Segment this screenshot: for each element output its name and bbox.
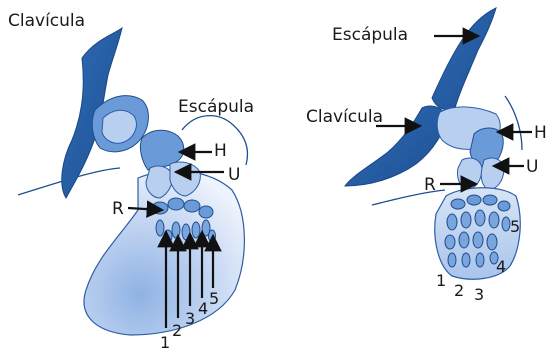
left-scapula-label: Escápula xyxy=(178,97,254,117)
right-digit-5: 5 xyxy=(510,217,520,236)
right-digit-2: 2 xyxy=(454,281,464,300)
right-limb: Escápula Clavícula H U R 1 2 3 4 5 xyxy=(306,8,547,304)
left-humerus-label: H xyxy=(214,141,227,161)
left-clavicle-label: Clavícula xyxy=(8,11,85,31)
right-radius-label: R xyxy=(424,175,436,195)
left-digit-3: 3 xyxy=(185,309,195,328)
right-shoulder-contour xyxy=(505,96,522,150)
right-scapula-label: Escápula xyxy=(332,25,408,45)
right-digit-3: 3 xyxy=(474,285,484,304)
right-digit-4: 4 xyxy=(496,257,506,276)
left-digit-4: 4 xyxy=(198,299,208,318)
left-digit-5: 5 xyxy=(209,289,219,308)
right-scapula xyxy=(432,8,496,110)
left-digit-1: 1 xyxy=(160,333,170,352)
right-ulna-label: U xyxy=(526,157,538,177)
left-limb: Clavícula Escápula H U R 1 2 3 4 5 xyxy=(8,11,254,352)
left-ulna-label: U xyxy=(228,165,240,185)
right-digit-1: 1 xyxy=(436,271,446,290)
right-humerus-label: H xyxy=(534,123,547,143)
right-clavicle-label: Clavícula xyxy=(306,107,383,127)
right-ulna-bone xyxy=(481,158,504,190)
left-radius-label: R xyxy=(112,199,124,219)
left-digit-2: 2 xyxy=(172,321,182,340)
right-radius-bone xyxy=(457,158,482,190)
